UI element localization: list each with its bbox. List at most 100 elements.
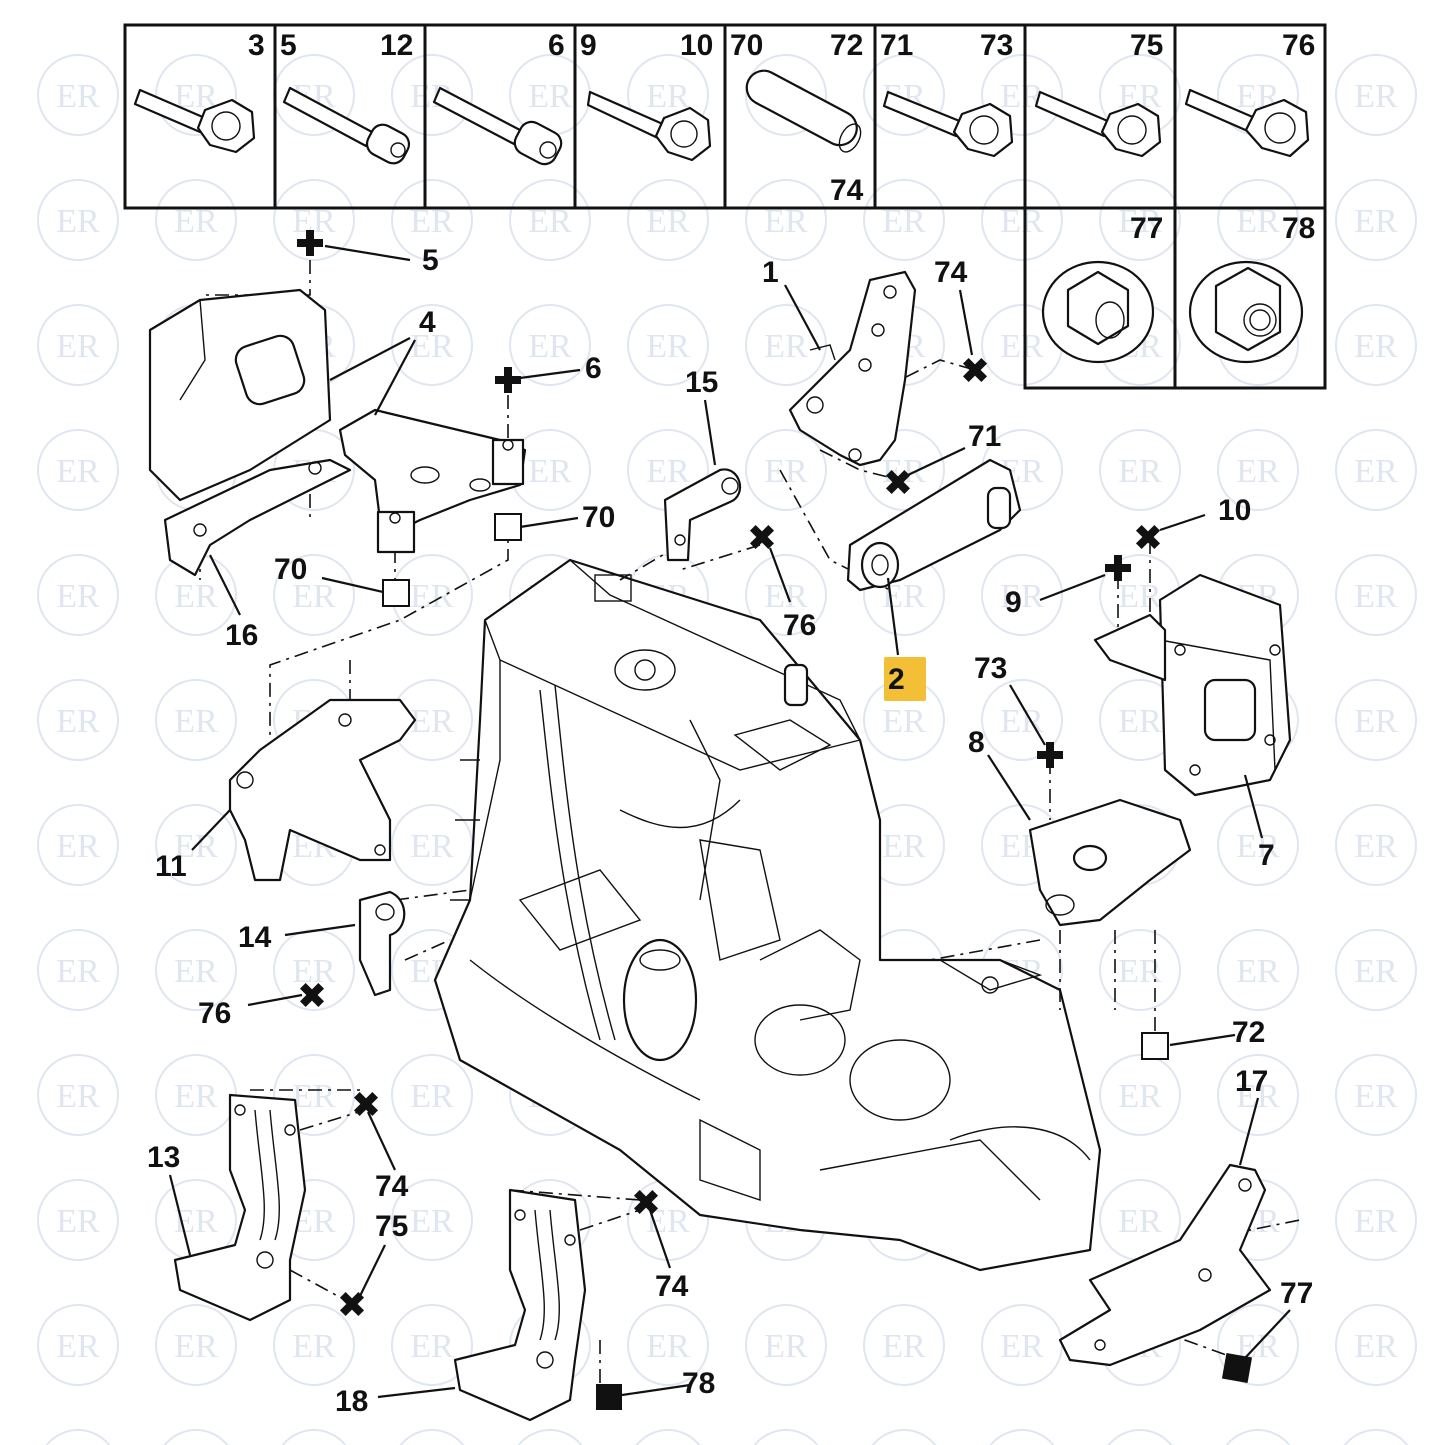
watermark-logo-text: ER (56, 1078, 100, 1115)
table-label: 72 (830, 29, 863, 62)
watermark-logo-text: ER (646, 78, 690, 115)
watermark-logo-text: ER (1354, 578, 1398, 615)
watermark-stamp-icon (155, 54, 237, 136)
callout-17: 17 (1235, 1065, 1268, 1098)
watermark-stamp-icon (1217, 804, 1299, 886)
part-18-bracket (453, 1188, 587, 1422)
watermark-stamp-icon (627, 179, 709, 261)
callout-6: 6 (585, 352, 602, 385)
pointed-bolt-icon (586, 90, 712, 162)
watermark-logo-text: ER (410, 1078, 454, 1115)
watermark-stamp-icon (1335, 929, 1417, 1011)
watermark-stamp-icon (981, 554, 1063, 636)
table-label: 5 (280, 29, 297, 62)
flange-bolt-icon (1034, 90, 1162, 158)
watermark-stamp-icon (37, 54, 119, 136)
watermark-logo-text: ER (1118, 1203, 1162, 1240)
callout-7: 7 (1258, 839, 1275, 872)
callout-74: 74 (375, 1170, 409, 1203)
watermark-logo-text: ER (1354, 78, 1398, 115)
watermark-logo-text: ER (56, 328, 100, 365)
watermark-stamp-icon (1335, 429, 1417, 511)
watermark-stamp-icon (627, 1304, 709, 1386)
callout-13: 13 (147, 1141, 180, 1174)
callout-77: 77 (1280, 1277, 1313, 1310)
watermark-logo-text: ER (764, 453, 808, 490)
watermark-logo-text: ER (56, 828, 100, 865)
table-label: 77 (1130, 212, 1163, 245)
plus-marker-icon (1105, 555, 1131, 581)
watermark-stamp-icon (1099, 179, 1181, 261)
watermark-stamp-icon (745, 304, 827, 386)
watermark-logo-text: ER (882, 1328, 926, 1365)
watermark-logo-text: ER (764, 578, 808, 615)
markers (297, 230, 1253, 1410)
callout-73: 73 (974, 652, 1007, 685)
table-label: 73 (980, 29, 1013, 62)
part-13-bracket (173, 1093, 307, 1322)
table-label: 10 (680, 29, 713, 62)
watermark-stamp-icon (1335, 304, 1417, 386)
watermark-stamp-icon (391, 1179, 473, 1261)
callout-74: 74 (934, 256, 968, 289)
watermark-logo-text: ER (410, 328, 454, 365)
watermark-stamp-icon (745, 54, 827, 136)
part-8-mount-bracket (1028, 798, 1192, 927)
watermark-stamp-icon (1099, 429, 1181, 511)
cross-marker-icon (339, 1291, 365, 1317)
callout-labels: 5 4 6 15 1 74 71 10 9 70 70 16 76 2 73 8… (147, 244, 1313, 1418)
watermark-logo-text: ER (1354, 1203, 1398, 1240)
callout-15: 15 (685, 366, 718, 399)
watermark-logo-text: ER (1118, 578, 1162, 615)
cross-marker-icon (299, 982, 325, 1008)
watermark-stamp-icon (517, 1429, 583, 1445)
table-label: 6 (548, 29, 565, 62)
callout-5: 5 (422, 244, 439, 277)
callout-11: 11 (155, 850, 187, 883)
watermark-stamp-icon (863, 1304, 945, 1386)
watermark-logo-text: ER (174, 953, 218, 990)
watermark-stamp-icon (1335, 1304, 1417, 1386)
watermark-stamp-icon (1217, 429, 1299, 511)
watermark-stamp-icon (273, 179, 355, 261)
bolt-icon (133, 88, 256, 154)
callout-76: 76 (783, 609, 816, 642)
watermark-logo-text: ER (56, 453, 100, 490)
watermark-logo-text: ER (56, 953, 100, 990)
part-1-engine-bracket (788, 270, 917, 467)
watermark-stamp-icon (37, 179, 119, 261)
watermark-stamp-icon (745, 1304, 827, 1386)
cross-marker-icon (885, 469, 911, 495)
cross-marker-icon (1135, 524, 1161, 550)
highlighted-callout-box (884, 657, 926, 701)
watermark-stamp-icon (155, 929, 237, 1011)
watermark-logo-text: ER (56, 578, 100, 615)
part-4-bracket (338, 408, 527, 554)
watermark-logo-text: ER (1236, 828, 1280, 865)
table-label: 76 (1282, 29, 1315, 62)
table-label: 71 (880, 29, 913, 62)
part-11-mount-bracket (228, 698, 417, 882)
watermark-stamp-icon (753, 1429, 819, 1445)
watermark-stamp-icon (391, 1054, 473, 1136)
watermark-logo-text: ER (56, 703, 100, 740)
watermark-logo-text: ER (1118, 703, 1162, 740)
watermark-logo-text: ER (410, 1328, 454, 1365)
pin-icon (745, 69, 862, 153)
callout-16: 16 (225, 619, 258, 652)
watermark-logo-text: ER (528, 78, 572, 115)
watermark-stamp-icon (391, 1304, 473, 1386)
watermark-stamp-icon (37, 1179, 119, 1261)
open-square-marker-icon (382, 579, 410, 607)
watermark-stamp-icon (745, 554, 827, 636)
watermark-logo-text: ER (410, 1203, 454, 1240)
watermark-stamp-icon (37, 1304, 119, 1386)
watermark-logo-text: ER (56, 78, 100, 115)
watermark-logo-text: ER (1354, 453, 1398, 490)
callout-74: 74 (655, 1270, 689, 1303)
plus-marker-icon (1037, 742, 1063, 768)
watermark-logo-text: ER (764, 328, 808, 365)
watermark-stamp-icon (1099, 929, 1181, 1011)
watermark-logo-text: ER (410, 703, 454, 740)
watermark-stamp-icon (1217, 929, 1299, 1011)
